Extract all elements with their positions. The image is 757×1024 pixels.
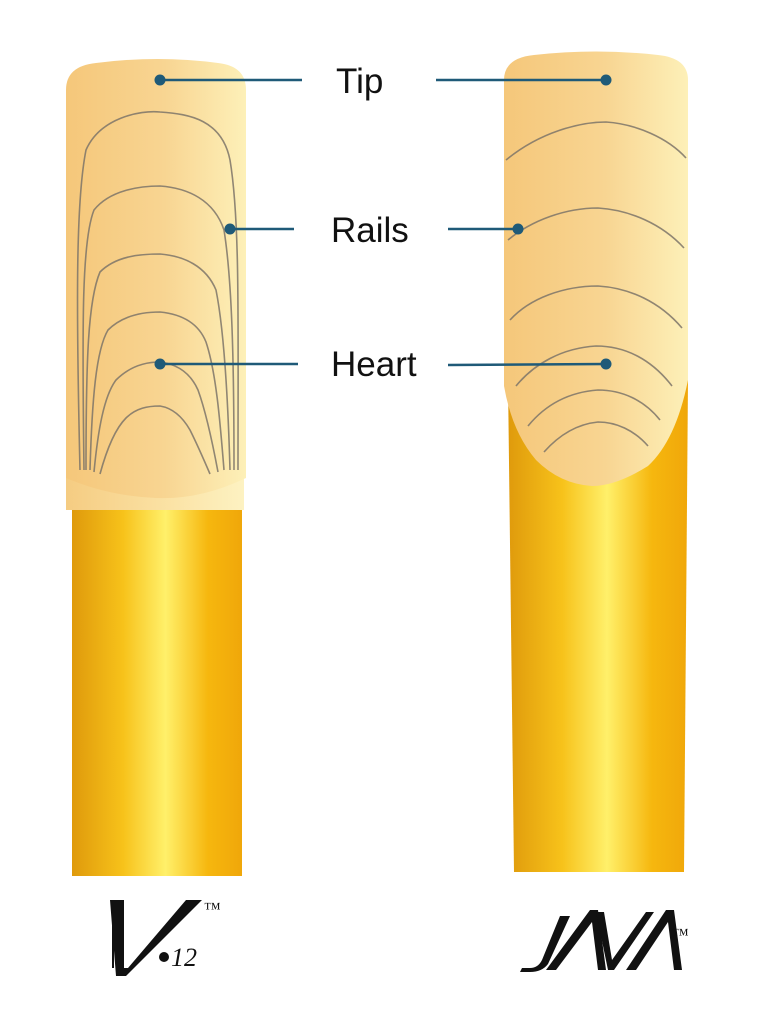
rails-right-dot — [512, 223, 524, 235]
java-logo-j — [520, 916, 570, 972]
reed-left-grain — [76, 110, 239, 475]
tip-leaders — [154, 74, 612, 86]
java-logo-a1 — [546, 910, 606, 970]
heart-leaders — [154, 358, 612, 370]
label-tip: Tip — [336, 62, 383, 101]
heart-right-dot — [600, 358, 612, 370]
reed-left-bark — [72, 506, 242, 876]
reed-left-vamp — [66, 59, 246, 499]
java-logo-v — [596, 912, 654, 970]
v12-logo-dot — [159, 952, 169, 962]
label-heart: Heart — [331, 345, 417, 384]
heart-left-dot — [154, 358, 166, 370]
java-logo: ™ — [520, 910, 689, 972]
v12-trademark: ™ — [204, 899, 221, 918]
reed-left — [66, 59, 246, 876]
reed-right-grain — [505, 121, 687, 453]
reed-right-bark — [508, 380, 688, 872]
reed-right — [504, 51, 688, 872]
java-trademark: ™ — [672, 925, 689, 944]
v12-logo-number: 12 — [171, 943, 197, 972]
label-rails: Rails — [331, 211, 409, 250]
rails-left-dot — [224, 223, 236, 235]
tip-right-dot — [600, 74, 612, 86]
reed-right-vamp — [504, 51, 688, 486]
java-logo-a2 — [626, 910, 682, 970]
tip-left-dot — [154, 74, 166, 86]
rails-leaders — [224, 223, 524, 235]
v12-logo: 12 ™ — [110, 899, 221, 976]
v12-logo-mark — [110, 900, 202, 976]
